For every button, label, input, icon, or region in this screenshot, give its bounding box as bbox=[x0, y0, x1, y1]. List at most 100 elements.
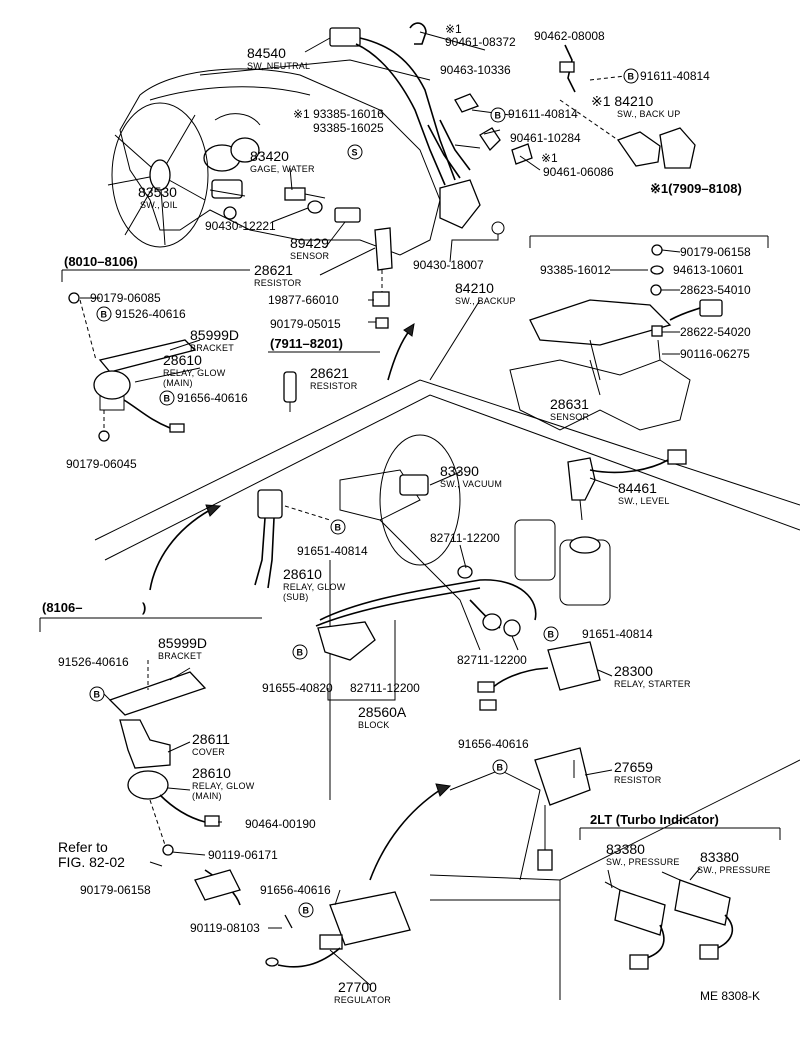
refer-note: FIG. 82-02 bbox=[58, 854, 125, 870]
part-number: 91611-40814 bbox=[508, 107, 578, 121]
part-desc: SENSOR bbox=[290, 251, 330, 261]
range-label: (8010–8106) bbox=[64, 254, 138, 269]
part-number: 91656-40616 bbox=[177, 391, 248, 405]
part-number: 28610 bbox=[192, 765, 231, 781]
note-mark: ※1 bbox=[445, 22, 462, 36]
part-number: 85999D bbox=[190, 327, 239, 343]
bolt-letter: B bbox=[335, 523, 342, 533]
level-switch bbox=[567, 449, 687, 521]
refer-note: Refer to bbox=[58, 839, 108, 855]
part-number: 91526-40616 bbox=[58, 655, 129, 669]
part-number: 82711-12200 bbox=[457, 653, 527, 667]
part-desc: SW., PRESSURE bbox=[606, 857, 680, 867]
part-number: 90119-08103 bbox=[190, 921, 260, 935]
bracket-ticks-sensor bbox=[529, 236, 769, 248]
cooling-fan bbox=[107, 102, 209, 248]
range-label: (7911–8201) bbox=[270, 336, 343, 351]
part-number: 90179-06158 bbox=[680, 245, 751, 259]
bolt-markers: B B S B B B B B B B B bbox=[89, 68, 639, 918]
resistor-27659 bbox=[534, 747, 591, 871]
part-number: 90430-18007 bbox=[413, 258, 484, 272]
part-number: 91651-40814 bbox=[297, 544, 368, 558]
part-number: 83390 bbox=[440, 463, 479, 479]
part-labels: 84540 SW, NEUTRAL ※1 90461-08372 90462-0… bbox=[42, 22, 771, 1005]
part-number: 83530 bbox=[138, 184, 177, 200]
part-number: 28631 bbox=[550, 396, 589, 412]
note-mark: ※1 bbox=[541, 151, 558, 165]
bolt-letter: B bbox=[297, 648, 304, 658]
backup-switch-top bbox=[559, 99, 696, 169]
part-number: 27659 bbox=[614, 759, 653, 775]
part-number: 28622-54020 bbox=[680, 325, 751, 339]
part-desc: BRACKET bbox=[190, 343, 234, 353]
regulator bbox=[265, 891, 411, 968]
part-desc: SW, NEUTRAL bbox=[247, 61, 310, 71]
part-number: 90463-10336 bbox=[440, 63, 511, 77]
part-desc: SW., OIL bbox=[140, 200, 178, 210]
part-number: 84461 bbox=[618, 480, 657, 496]
bolt-letter: B bbox=[628, 72, 635, 82]
part-number: 90179-06045 bbox=[66, 457, 137, 471]
part-number: 83380 bbox=[700, 849, 739, 865]
bolt-letter: B bbox=[495, 111, 502, 121]
glow-relay-sub bbox=[254, 489, 331, 589]
glow-relay-main-upper bbox=[68, 292, 197, 442]
part-desc: RELAY, STARTER bbox=[614, 679, 691, 689]
part-number: 28560A bbox=[358, 704, 407, 720]
part-number: 83420 bbox=[250, 148, 289, 164]
part-desc: BLOCK bbox=[358, 720, 390, 730]
part-desc: RELAY, GLOW bbox=[163, 368, 226, 378]
part-number: 89429 bbox=[290, 235, 329, 251]
part-number: 28610 bbox=[163, 352, 202, 368]
bolt-letter: B bbox=[548, 630, 555, 640]
neutral-switch-harness bbox=[329, 27, 505, 235]
part-number: 85999D bbox=[158, 635, 207, 651]
part-number: 27700 bbox=[338, 979, 377, 995]
bolt-letter: B bbox=[101, 310, 108, 320]
part-number: 90464-00190 bbox=[245, 817, 316, 831]
part-number: 90462-08008 bbox=[534, 29, 605, 43]
part-desc: (SUB) bbox=[283, 592, 309, 602]
part-desc: SW., BACK UP bbox=[617, 109, 680, 119]
part-number: 84540 bbox=[247, 45, 286, 61]
part-number: 90119-06171 bbox=[208, 848, 278, 862]
part-number: 82711-12200 bbox=[430, 531, 500, 545]
part-number: 28300 bbox=[614, 663, 653, 679]
part-desc: SW., PRESSURE bbox=[697, 865, 771, 875]
part-number: 28621 bbox=[310, 365, 349, 381]
part-number: 90179-06158 bbox=[80, 883, 151, 897]
part-number: 28611 bbox=[192, 731, 230, 747]
part-number: 83380 bbox=[606, 841, 645, 857]
note-range: ※1(7909–8108) bbox=[650, 181, 742, 196]
screw-letter: S bbox=[352, 148, 358, 158]
part-number: 90461-06086 bbox=[543, 165, 614, 179]
part-number: 91611-40814 bbox=[640, 69, 710, 83]
part-desc: (MAIN) bbox=[163, 378, 193, 388]
part-desc: BRACKET bbox=[158, 651, 202, 661]
clip-parts-top bbox=[409, 22, 576, 165]
part-desc: RESISTOR bbox=[310, 381, 358, 391]
part-number: 93385-16025 bbox=[313, 121, 384, 135]
leader-lines bbox=[80, 31, 701, 986]
part-number: 28621 bbox=[254, 262, 293, 278]
part-number: 19877-66010 bbox=[268, 293, 339, 307]
part-number: 91656-40616 bbox=[458, 737, 529, 751]
part-desc: RELAY, GLOW bbox=[192, 781, 255, 791]
part-desc: REGULATOR bbox=[334, 995, 391, 1005]
engine-block bbox=[119, 59, 441, 256]
turbo-title: 2LT (Turbo Indicator) bbox=[590, 812, 719, 827]
bracket-ticks-turbo bbox=[579, 828, 781, 840]
range-label: ) bbox=[142, 600, 146, 615]
part-number: 84210 bbox=[455, 280, 494, 296]
brake-booster bbox=[339, 434, 461, 566]
part-desc: SENSOR bbox=[550, 412, 590, 422]
part-desc: GAGE, WATER bbox=[250, 164, 315, 174]
part-desc: SW., LEVEL bbox=[618, 496, 670, 506]
glow-relay-main-lower bbox=[108, 660, 241, 906]
part-desc: (MAIN) bbox=[192, 791, 222, 801]
part-number: 91526-40616 bbox=[115, 307, 186, 321]
part-number: 90116-06275 bbox=[680, 347, 750, 361]
bolt-letter: B bbox=[303, 906, 310, 916]
